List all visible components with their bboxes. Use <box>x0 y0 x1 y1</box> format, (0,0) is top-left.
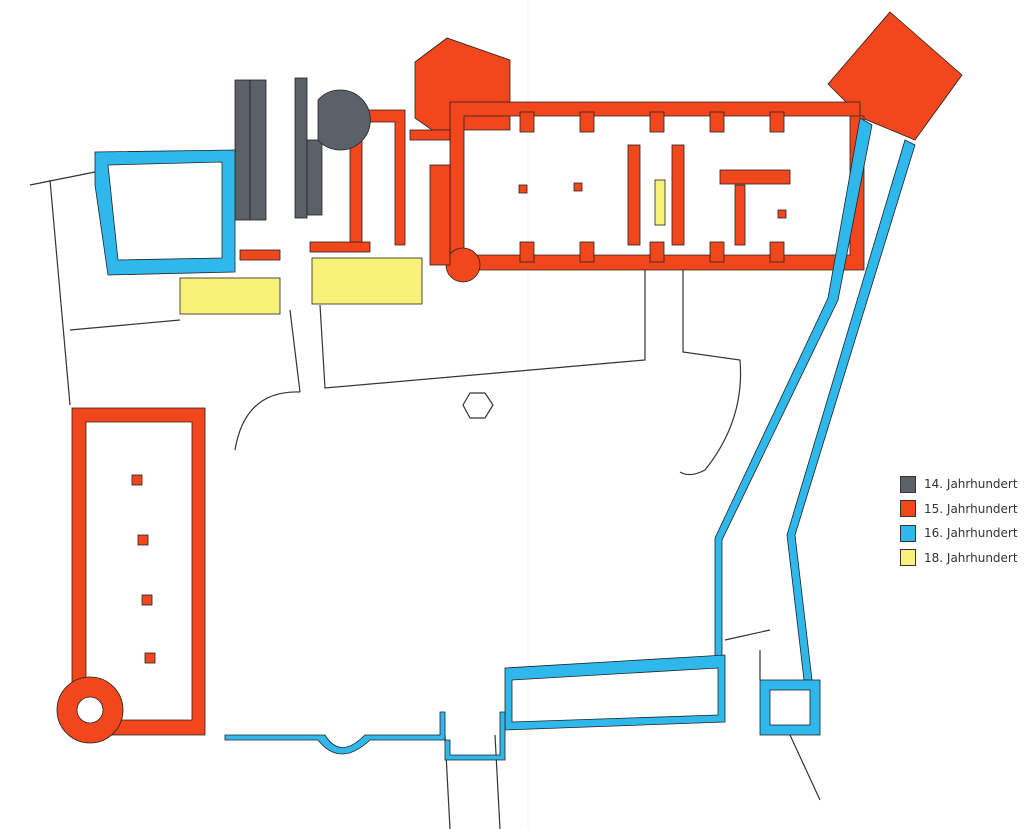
gray-wall <box>234 79 251 221</box>
well <box>462 392 494 419</box>
yellow-building-middle <box>311 257 423 305</box>
courtyard-line <box>234 391 301 451</box>
legend-label: 15. Jahrhundert <box>924 501 1018 516</box>
legend-label: 16. Jahrhundert <box>924 526 1018 541</box>
yellow-building-west <box>179 277 281 315</box>
c14-structures <box>234 77 371 221</box>
nw-building <box>94 149 236 276</box>
pier <box>519 111 535 133</box>
swatch-18 <box>900 549 916 567</box>
swatch-14 <box>900 475 916 493</box>
boundary-line <box>29 171 96 186</box>
legend-item-14: 14. Jahrhundert <box>900 472 1018 497</box>
yellow-wall <box>654 179 666 226</box>
swatch-16 <box>900 524 916 542</box>
south-gate-walls <box>224 711 506 761</box>
legend-label: 18. Jahrhundert <box>924 550 1018 565</box>
wall-line <box>724 629 771 680</box>
c18-structures <box>179 179 666 315</box>
east-wing-walls <box>449 101 865 271</box>
sw-turret <box>445 247 481 283</box>
boundary-line <box>49 179 71 406</box>
courtyard-line <box>679 270 742 476</box>
swatch-15 <box>900 500 916 518</box>
inner-wall <box>627 144 641 246</box>
legend-item-15: 15. Jahrhundert <box>900 497 1018 522</box>
page-fold <box>527 0 530 829</box>
c16-structures <box>94 117 916 761</box>
legend: 14. Jahrhundert 15. Jahrhundert 16. Jahr… <box>900 472 1018 570</box>
legend-item-18: 18. Jahrhundert <box>900 546 1018 571</box>
spiral-stair <box>317 89 371 151</box>
c15-structures <box>56 11 963 744</box>
legend-item-16: 16. Jahrhundert <box>900 521 1018 546</box>
courtyard-line <box>69 270 646 393</box>
legend-label: 14. Jahrhundert <box>924 477 1018 492</box>
outline-lines <box>29 171 821 829</box>
south-range <box>504 654 726 731</box>
ne-tower <box>827 11 963 141</box>
